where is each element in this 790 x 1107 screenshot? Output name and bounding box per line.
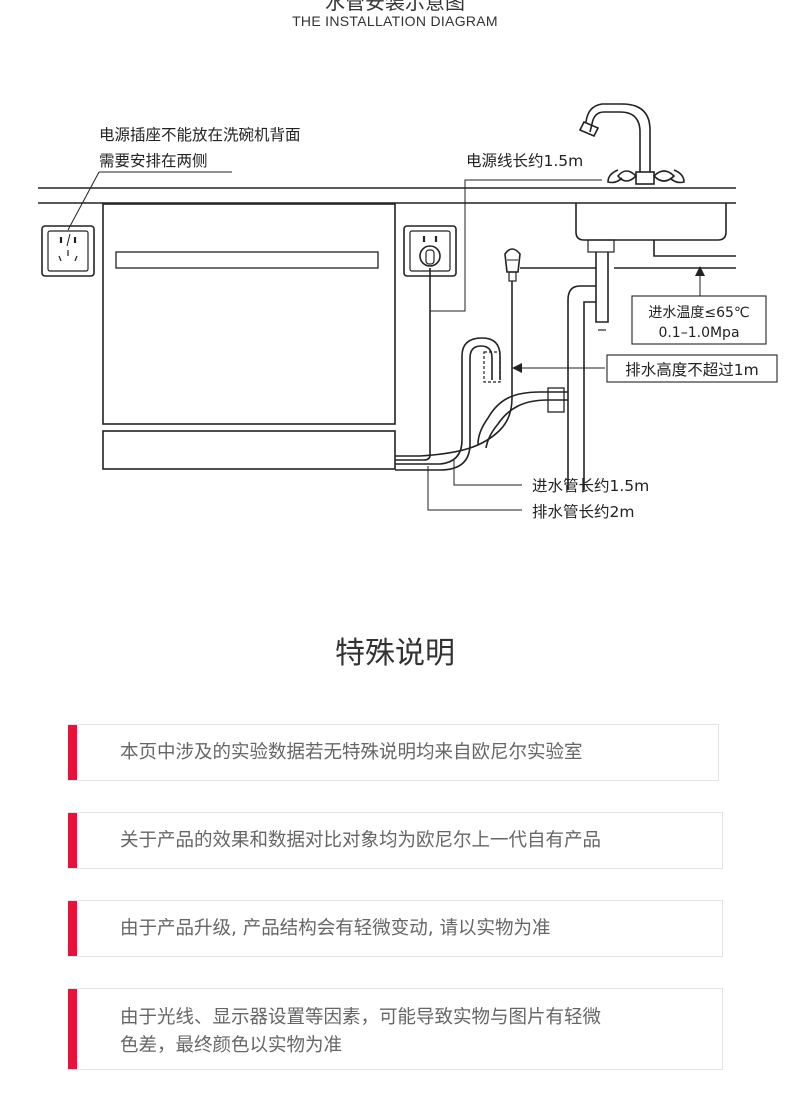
drain-tailpiece (595, 252, 609, 323)
note-accent-bar (68, 813, 77, 868)
drain-hose-outer (395, 337, 501, 465)
note-accent-bar (68, 725, 77, 780)
dishwasher-control-panel (115, 251, 379, 269)
drain-hose-inner (395, 345, 493, 471)
note-accent-bar (68, 989, 77, 1069)
inlet-hose-leader (453, 460, 522, 486)
installation-diagram: 电源插座不能放在洗碗机背面 需要安排在两侧 电源线长约1.5m 进水温度≤65℃… (38, 103, 778, 521)
drain-hose-label: 排水管长约2m (532, 503, 634, 521)
water-temp-label: 进水温度≤65℃ (648, 305, 749, 321)
note-text-1: 本页中涉及的实验数据若无特殊说明均来自欧尼尔实验室 (120, 742, 583, 763)
drain-hose-clip (483, 351, 501, 383)
note-card-1: 本页中涉及的实验数据若无特殊说明均来自欧尼尔实验室 (68, 724, 719, 781)
dishwasher-body (102, 203, 396, 425)
faucet-icon (578, 103, 685, 185)
note-text-3: 由于产品升级, 产品结构会有轻微变动, 请以实物为准 (120, 918, 551, 939)
inlet-hose-label: 进水管长约1.5m (532, 477, 649, 495)
socket-note-line2: 需要安排在两侧 (99, 152, 208, 170)
note-text-4-line2: 色差，最终颜色以实物为准 (120, 1035, 343, 1056)
diagram-subtitle: THE INSTALLATION DIAGRAM (292, 13, 498, 29)
water-temp-arrowhead (695, 266, 705, 276)
note-text-4-line1: 由于光线、显示器设置等因素，可能导致实物与图片有轻微 (120, 1007, 602, 1028)
socket-note-leader (67, 171, 100, 231)
sink-drain-neck (587, 239, 615, 253)
water-pressure-label: 0.1–1.0Mpa (658, 325, 739, 341)
note-card-2: 关于产品的效果和数据对比对象均为欧尼尔上一代自有产品 (68, 812, 723, 869)
drain-height-box (606, 354, 778, 383)
socket-note-line1: 电源插座不能放在洗碗机背面 (99, 126, 301, 144)
power-cord (395, 268, 431, 461)
sink-basin (575, 203, 727, 241)
drain-hose-leader (427, 466, 522, 511)
note-accent-bar (68, 901, 77, 956)
power-cord-leader (430, 179, 602, 312)
inlet-hose (395, 290, 513, 457)
drain-hose-to-pipe (477, 391, 568, 445)
drain-fitting (547, 387, 565, 413)
drain-height-arrowhead (512, 363, 522, 373)
note-card-3: 由于产品升级, 产品结构会有轻微变动, 请以实物为准 (68, 900, 723, 957)
special-notes-heading: 特殊说明 (335, 636, 455, 671)
drain-height-label: 排水高度不超过1m (625, 361, 758, 379)
water-temp-box (631, 295, 767, 345)
power-cord-label: 电源线长约1.5m (466, 152, 583, 170)
dishwasher-kickplate (102, 430, 396, 470)
water-valve-icon (504, 248, 521, 290)
drain-standpipe (567, 285, 596, 380)
left-socket-icon (41, 225, 95, 277)
note-card-4: 由于光线、显示器设置等因素，可能导致实物与图片有轻微 色差，最终颜色以实物为准 (68, 988, 723, 1070)
note-text-2: 关于产品的效果和数据对比对象均为欧尼尔上一代自有产品 (120, 830, 602, 851)
diagram-title: 水管安装示意图 (325, 0, 465, 14)
